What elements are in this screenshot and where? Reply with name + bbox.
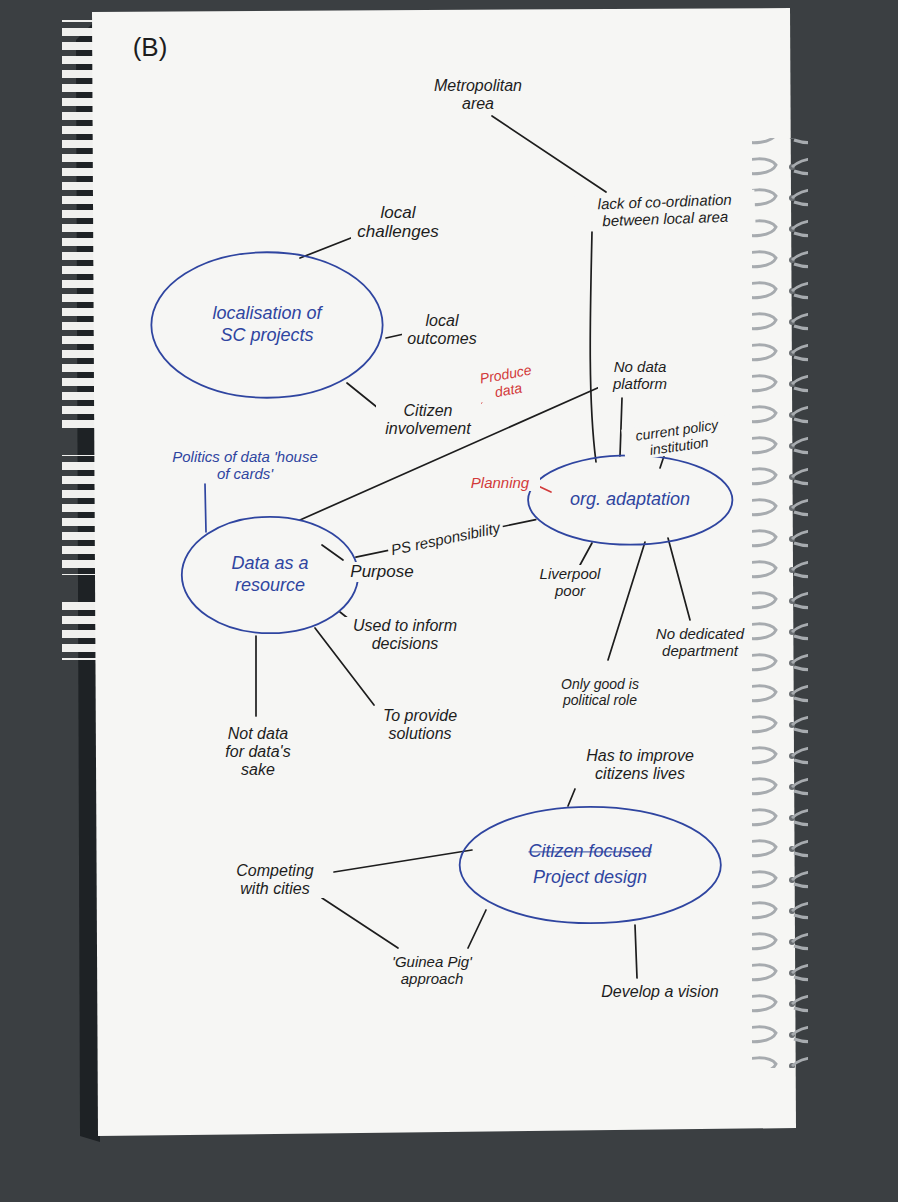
leader-line (300, 386, 602, 520)
ellipse-outline (182, 517, 358, 633)
branch-note: Citizen involvement (376, 402, 481, 439)
struck-heading: Citizen focused (528, 841, 651, 863)
node-text-group: org. adaptation (565, 489, 695, 511)
leader-line (492, 116, 606, 192)
branch-note: Metropolitan area (418, 77, 538, 114)
branch-note: local outcomes (402, 312, 482, 349)
leader-line (205, 484, 206, 532)
branch-note: Competing with cities (220, 862, 330, 899)
leader-line (668, 538, 690, 620)
branch-note: Politics of data 'house of cards' (170, 448, 320, 483)
branch-note: Planning (460, 474, 540, 491)
branch-note: Liverpool poor (530, 565, 610, 600)
leader-line (255, 636, 257, 716)
leader-line (608, 542, 645, 660)
leader-line (620, 398, 622, 456)
leader-line (322, 545, 343, 560)
ellipse-outline (459, 807, 720, 923)
branch-note: current policy institution (621, 415, 734, 462)
ellipse-outline (528, 455, 732, 544)
branch-note: Produce data (470, 360, 545, 404)
page-marker: (B) (120, 33, 180, 63)
branch-note: Develop a vision (585, 983, 735, 1001)
node-text-group: Citizen focusedProject design (505, 841, 675, 888)
branch-note: Used to inform decisions (343, 617, 468, 654)
node-label: Data as a resource (220, 553, 320, 596)
leader-line (568, 789, 575, 806)
leader-line (334, 850, 472, 872)
leader-line (580, 543, 592, 565)
node-label: Project design (533, 867, 647, 889)
node-label: localisation of SC projects (202, 303, 332, 346)
leader-line (322, 898, 398, 948)
torn-edge (62, 600, 96, 660)
node-text-group: localisation of SC projects (202, 303, 332, 346)
torn-edge (62, 455, 96, 575)
node-text-group: Data as a resource (220, 553, 320, 596)
torn-edge (62, 20, 96, 430)
topic-ellipse: localisation of SC projects (149, 250, 385, 400)
topic-ellipse: org. adaptation (526, 454, 735, 546)
ellipse-outline (457, 805, 724, 925)
topic-ellipse: Data as a resource (180, 515, 360, 635)
branch-note: Has to improve citizens lives (565, 747, 715, 784)
leader-line (635, 925, 637, 978)
leader-line (468, 910, 486, 948)
leader-line (300, 236, 356, 258)
branch-note: Purpose (342, 562, 422, 582)
connector-label: PS responsibility (387, 518, 505, 559)
node-label: org. adaptation (570, 489, 690, 511)
branch-note: Only good is political role (558, 676, 643, 708)
leader-line (347, 383, 378, 408)
branch-note: lack of co-ordination between local area (574, 189, 755, 230)
branch-note: To provide solutions (373, 707, 468, 744)
leader-line (590, 232, 596, 462)
topic-ellipse: Citizen focusedProject design (457, 805, 724, 925)
branch-note: local challenges (351, 203, 446, 242)
branch-note: 'Guinea Pig' approach (380, 953, 485, 988)
notebook-page (92, 8, 796, 1136)
ellipse-outline (151, 252, 382, 398)
spiral-binding (752, 138, 808, 1068)
branch-note: Not data for data's sake (216, 725, 301, 780)
branch-note: No data platform (598, 358, 683, 393)
branch-note: No dedicated department (653, 625, 748, 660)
